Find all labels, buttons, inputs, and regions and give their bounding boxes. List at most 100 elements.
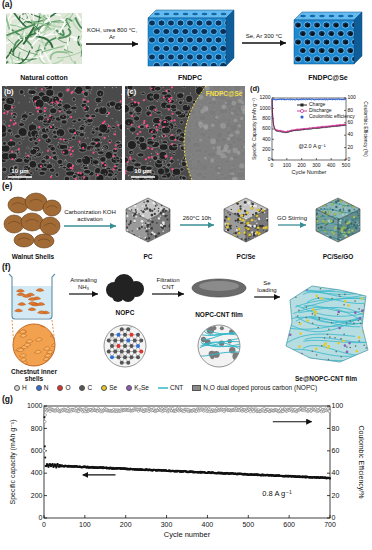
pore — [125, 157, 129, 163]
pore — [129, 127, 136, 133]
fleck — [121, 94, 122, 95]
fleck — [167, 122, 168, 123]
efficiency-point — [284, 99, 285, 100]
pore — [42, 133, 49, 139]
fleck — [35, 88, 36, 89]
fleck — [101, 100, 102, 101]
pore — [201, 45, 208, 51]
selenium-marker — [115, 148, 117, 150]
efficiency-point — [65, 410, 68, 413]
efficiency-point — [299, 99, 300, 100]
selenium-particle — [297, 41, 300, 44]
fleck — [13, 145, 14, 146]
selenium-marker — [82, 91, 84, 93]
pore — [153, 28, 160, 34]
pore — [157, 168, 164, 175]
selenium-marker — [70, 147, 72, 149]
fleck — [49, 143, 50, 144]
pore — [21, 138, 24, 140]
pore — [323, 56, 330, 62]
efficiency-point — [273, 99, 274, 100]
efficiency-point — [44, 414, 47, 417]
pore — [191, 62, 198, 66]
efficiency-point — [292, 99, 293, 100]
pore — [176, 93, 183, 99]
fleck — [101, 142, 102, 143]
selenium-marker — [137, 102, 139, 104]
selenium-particle — [306, 24, 309, 27]
selenium-marker — [51, 102, 53, 104]
selenium-marker — [74, 132, 76, 134]
pore — [153, 62, 160, 66]
capacity-point — [56, 464, 58, 466]
selenium-marker — [38, 139, 40, 141]
fleck — [68, 142, 69, 143]
cotton-fiber — [8, 39, 38, 55]
fleck — [78, 172, 79, 173]
fleck — [170, 162, 171, 163]
efficiency-point — [286, 99, 287, 100]
pore — [162, 134, 165, 137]
fleck — [142, 136, 143, 137]
pore — [220, 62, 226, 66]
fleck — [112, 87, 113, 88]
fleck — [75, 88, 76, 89]
efficiency-point — [306, 99, 307, 100]
capacity-series — [44, 416, 331, 479]
pore — [175, 111, 182, 116]
pore — [115, 141, 120, 144]
efficiency-point — [333, 99, 334, 100]
selenium-particle — [340, 49, 343, 52]
selenium-marker — [149, 114, 151, 116]
capacity-point — [57, 464, 59, 466]
efficiency-point — [312, 98, 313, 99]
selenium-marker — [152, 137, 154, 139]
pore — [149, 37, 156, 43]
efficiency-point — [311, 98, 312, 99]
cotton-fiber — [48, 13, 73, 23]
efficiency-point — [285, 99, 286, 100]
pore — [72, 136, 76, 140]
pore — [172, 144, 177, 147]
cotton-fiber — [10, 13, 28, 27]
pore — [177, 37, 184, 43]
pore — [99, 124, 108, 133]
selenium-marker — [127, 161, 129, 163]
pore — [37, 128, 40, 130]
cotton-fiber — [6, 24, 35, 36]
sem-ground — [125, 86, 245, 180]
pore — [177, 20, 184, 26]
pore — [129, 111, 134, 115]
pore — [180, 120, 184, 124]
coating-grain — [230, 157, 234, 161]
efficiency-point — [283, 99, 284, 100]
efficiency-point — [302, 98, 303, 99]
selenium-marker — [3, 112, 5, 114]
fleck — [55, 98, 56, 99]
selenium-marker — [170, 157, 172, 159]
pore — [153, 45, 160, 51]
fleck — [88, 106, 89, 107]
fleck — [46, 102, 47, 103]
selenium-marker — [49, 156, 51, 158]
pore — [153, 93, 160, 100]
fleck — [75, 104, 76, 105]
efficiency-point — [302, 99, 303, 100]
selenium-marker — [38, 107, 40, 109]
pore — [43, 118, 51, 124]
efficiency-point — [321, 99, 322, 100]
block-top-face — [294, 12, 362, 20]
efficiency-point — [43, 450, 46, 453]
efficiency-point — [311, 99, 312, 100]
pore — [41, 128, 49, 133]
pore — [114, 173, 117, 176]
efficiency-point — [312, 99, 313, 100]
efficiency-point — [288, 99, 289, 100]
pore — [28, 90, 36, 95]
selenium-marker — [70, 153, 72, 155]
pore — [101, 147, 104, 149]
selenium-marker — [82, 147, 84, 149]
fleck — [63, 116, 64, 117]
coating-grain — [215, 116, 218, 119]
fleck — [97, 104, 98, 105]
